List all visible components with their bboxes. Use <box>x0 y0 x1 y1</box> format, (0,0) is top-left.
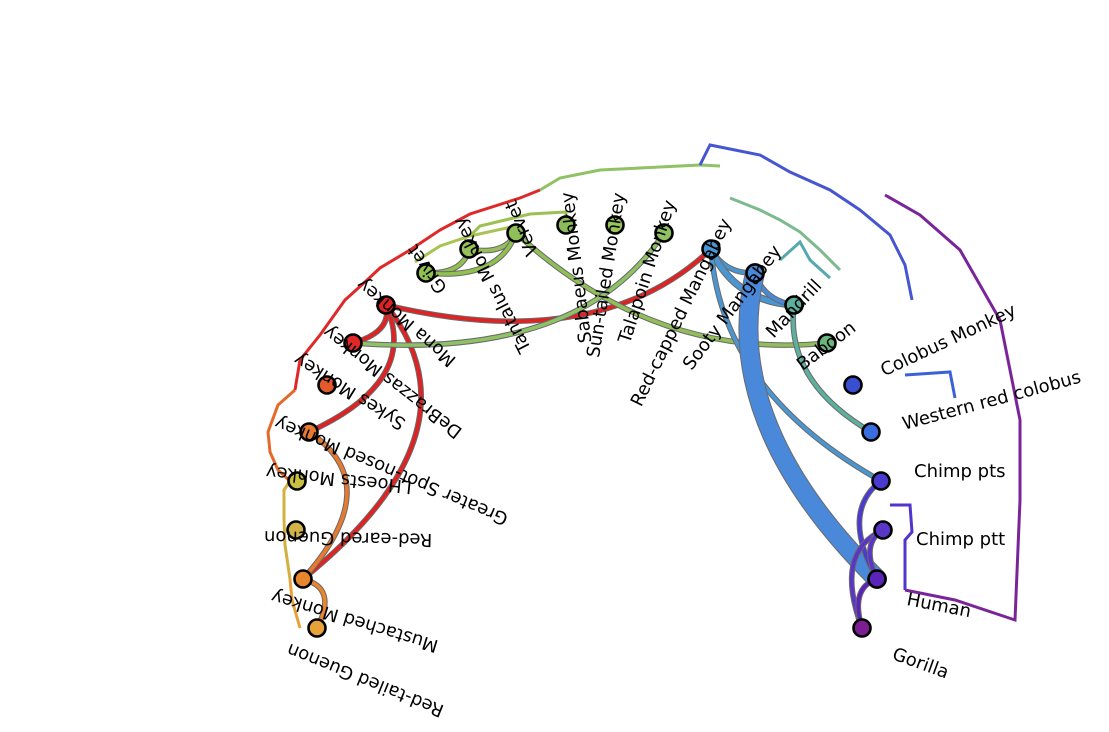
node-mustached_monkey <box>293 569 313 589</box>
node-mandrill <box>784 295 804 315</box>
node-chimp_pts <box>871 471 891 491</box>
node-sykes_monkey <box>317 375 337 395</box>
node-sooty_mangabey <box>745 263 765 283</box>
leaf-nodes <box>286 215 893 638</box>
node-red_capped_mangabey <box>701 239 721 259</box>
label-chimp_ptt: Chimp ptt <box>916 529 1005 550</box>
node-debrazzas_monkey <box>343 333 363 353</box>
tree-branch <box>778 239 832 280</box>
node-talapoin_monkey <box>654 223 674 243</box>
node-baboon <box>817 333 837 353</box>
edge-mona_monkey-greater_spot_nosed_monkey <box>307 303 396 434</box>
tree-branch <box>698 143 914 301</box>
node-human <box>867 569 887 589</box>
edge-mona_monkey-red_capped_mangabey <box>384 247 713 324</box>
tree-branch <box>884 193 1022 623</box>
edge-talapoin_monkey-debrazzas_monkey <box>351 231 666 347</box>
tree-branches <box>266 143 1022 629</box>
node-colobus_monkey <box>843 375 863 395</box>
edge-grivet-vervet <box>424 231 518 276</box>
node-gorilla <box>852 618 872 638</box>
edge-mona_monkey-mustached_monkey <box>301 303 423 581</box>
node-sabaeus_monkey <box>556 215 576 235</box>
node-grivet <box>416 263 436 283</box>
edge-mandrill-western_red_colobus <box>791 303 873 434</box>
label-human: Human <box>905 589 973 622</box>
tree-branch <box>414 224 517 264</box>
tree-branch <box>288 578 302 629</box>
edge-greater_spot_nosed_monkey-mustached_monkey <box>301 430 349 581</box>
label-chimp_pts: Chimp pts <box>914 461 1006 482</box>
node-chimp_ptt <box>873 520 893 540</box>
node-vervet <box>506 223 526 243</box>
tree-branch <box>729 196 842 272</box>
tree-branch <box>539 163 721 192</box>
node-mona_monkey <box>376 295 396 315</box>
node-western_red_colobus <box>861 422 881 442</box>
node-tantalus_monkey <box>459 239 479 259</box>
node-sun_tailed_monkey <box>605 215 625 235</box>
edge-sooty_mangabey-human <box>739 264 886 588</box>
node-red_tailed_guenon <box>307 618 327 638</box>
tree-branch <box>363 188 541 284</box>
tree-branch <box>890 503 914 590</box>
label-colobus_monkey: Colobus Monkey <box>877 300 1019 381</box>
node-lhoests_monkey <box>287 471 307 491</box>
tree-branch <box>282 480 292 580</box>
tree-branch <box>293 280 367 391</box>
edge-vervet-baboon <box>514 231 829 347</box>
label-red_eared_guenon: Red-eared Guenon <box>264 526 433 550</box>
node-greater_spot_nosed_monkey <box>299 422 319 442</box>
node-red_eared_guenon <box>286 520 306 540</box>
tree-branch <box>266 388 296 483</box>
label-gorilla: Gorilla <box>890 644 952 684</box>
tree-branch <box>904 370 957 399</box>
label-western_red_colobus: Western red colobus <box>900 367 1083 435</box>
